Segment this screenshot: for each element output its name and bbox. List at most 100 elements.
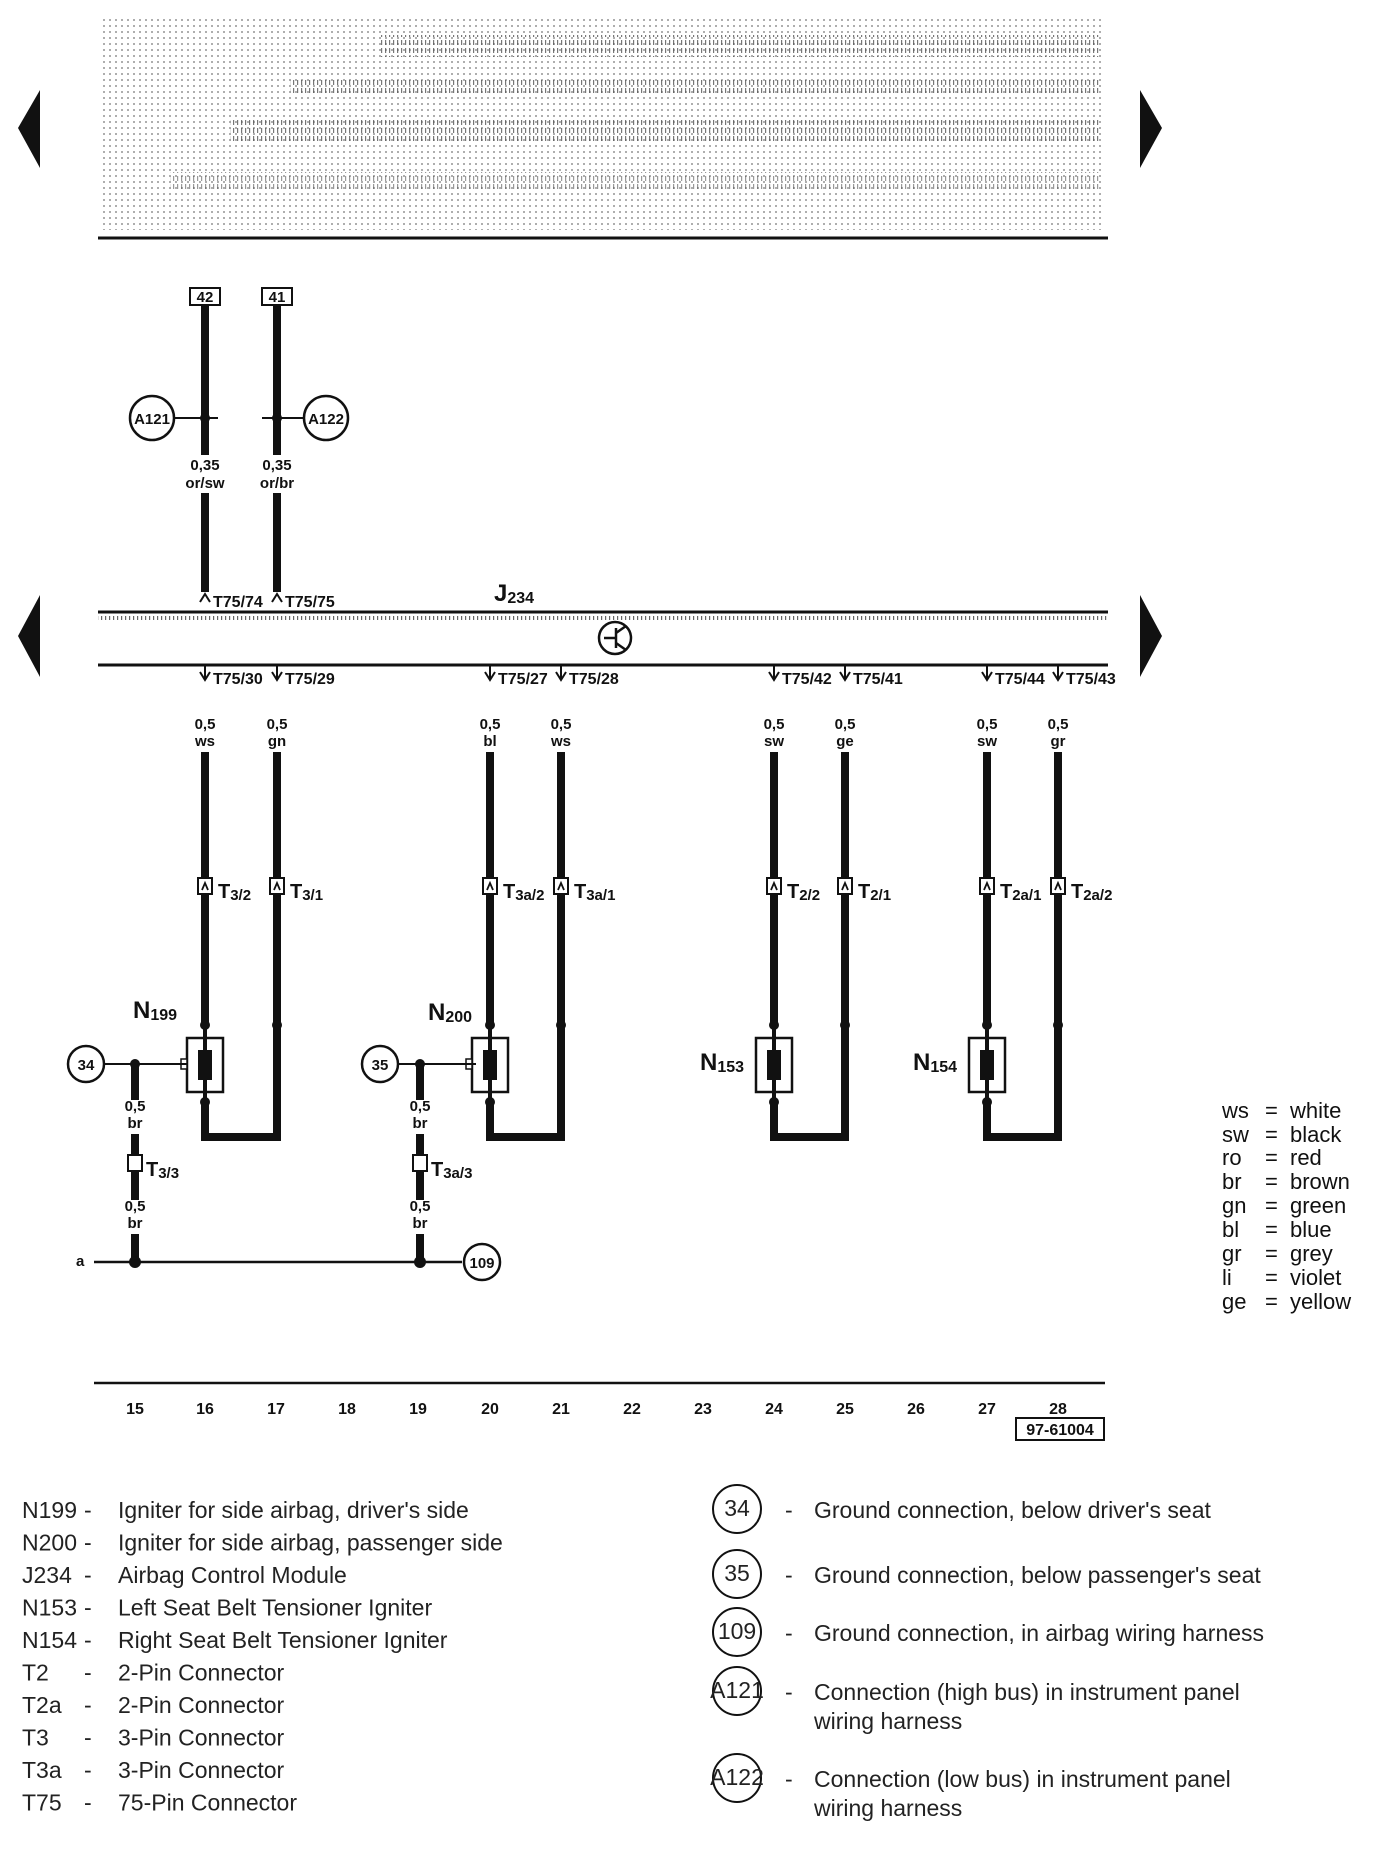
a121-label: A121: [134, 411, 170, 428]
legend-ro: ro=red: [1222, 1145, 1322, 1170]
next-page-arrow-middle[interactable]: [1140, 595, 1162, 677]
component-desc-code: T2: [22, 1660, 49, 1686]
top-wire-1-gauge: 0,35: [190, 457, 219, 474]
diagram-id-box: [1015, 1417, 1105, 1441]
connector-pin-box: [197, 877, 213, 895]
legend-li-name: violet: [1290, 1265, 1341, 1290]
component-desc-text: 2-Pin Connector: [118, 1692, 285, 1718]
connector-pin-arrow: [557, 880, 565, 891]
legend-gr-code: gr: [1222, 1241, 1242, 1266]
top-wire-1-color: or/sw: [185, 475, 225, 492]
component-label: N199: [133, 997, 177, 1024]
column-number: 23: [694, 1401, 712, 1418]
ground-connector-t3a-3-main: T: [431, 1159, 443, 1181]
connector-label: T2a/2: [1071, 881, 1112, 904]
terminal-41-label: 41: [269, 289, 286, 306]
connector-pin-arrow: [983, 880, 991, 891]
next-page-arrow-top[interactable]: [1140, 90, 1162, 168]
previous-section-area: [98, 15, 1108, 240]
wire-gauge: 0,5: [1048, 716, 1069, 733]
connector-label-sub: 2a/1: [1012, 887, 1041, 904]
component-label-main: N: [700, 1049, 717, 1076]
wire-color: ws: [194, 733, 215, 750]
terminal-42-label: 42: [197, 289, 214, 306]
component-label: N200: [428, 999, 472, 1026]
connector-label-main: T: [1071, 881, 1083, 903]
lower-labels: T75/300,5wsT3/2T75/290,5gnT3/1T75/270,5b…: [133, 671, 1116, 1076]
connector-label-main: T: [503, 881, 515, 903]
component-desc-text: Right Seat Belt Tensioner Igniter: [118, 1627, 448, 1653]
bus-line-label: a: [76, 1253, 85, 1270]
ground-symbol-label: 34: [724, 1495, 750, 1521]
column-number: 27: [978, 1401, 996, 1418]
component-desc-text: Igniter for side airbag, passenger side: [118, 1530, 503, 1556]
ground-descriptions: 34-Ground connection, below driver's sea…: [710, 1484, 1264, 1821]
ground-desc-dash: -: [785, 1766, 793, 1792]
ground-desc-line: Ground connection, below passenger's sea…: [814, 1562, 1261, 1588]
ground-desc-line: Ground connection, below driver's seat: [814, 1497, 1211, 1523]
component-label: N153: [700, 1049, 744, 1076]
component-desc-code: T3a: [22, 1757, 62, 1783]
wire-color: ge: [836, 733, 854, 750]
component-desc-dash: -: [84, 1562, 92, 1588]
component-desc-dash: -: [84, 1497, 92, 1523]
ground-connector-t3-3-sub: 3/3: [158, 1165, 179, 1182]
pin-t75-41: T75/41: [853, 671, 903, 688]
a122-label: A122: [308, 411, 344, 428]
legend-sw: sw=black: [1222, 1122, 1342, 1147]
ground-wire-4-gauge: 0,5: [410, 1198, 431, 1215]
legend-br-name: brown: [1290, 1169, 1350, 1194]
connector-label: T3a/2: [503, 881, 544, 904]
component-label-sub: 153: [717, 1059, 744, 1076]
igniter-element: [198, 1050, 212, 1080]
ground-35-label: 35: [372, 1057, 389, 1074]
ground-symbol-label: 109: [718, 1618, 756, 1644]
connector-label: T2/1: [858, 881, 891, 904]
component-desc-dash: -: [84, 1790, 92, 1816]
connector-label-main: T: [1000, 881, 1012, 903]
component-desc-text: Airbag Control Module: [118, 1562, 347, 1588]
connector-pin-box: [1050, 877, 1066, 895]
pin-t75-74: T75/74: [213, 594, 263, 611]
component-desc-code: T75: [22, 1790, 62, 1816]
connector-pin-box: [553, 877, 569, 895]
wire-color: sw: [764, 733, 784, 750]
module-label: J234: [494, 580, 534, 607]
wire-gauge: 0,5: [267, 716, 288, 733]
component-desc-dash: -: [84, 1595, 92, 1621]
ground-wire-2-gauge: 0,5: [125, 1198, 146, 1215]
connector-label-sub: 3/1: [302, 887, 323, 904]
ground-connector-t3-3-main: T: [146, 1159, 158, 1181]
legend-li-code: li: [1222, 1265, 1232, 1290]
wire-gauge: 0,5: [977, 716, 998, 733]
ground-desc-dash: -: [785, 1497, 793, 1523]
component-label-sub: 200: [445, 1009, 472, 1026]
wire-color: bl: [483, 733, 496, 750]
terminal-box-41: [261, 287, 293, 306]
connector-pin-arrow: [486, 880, 494, 891]
connector-pin-box: [766, 877, 782, 895]
wire-gauge: 0,5: [835, 716, 856, 733]
return-loop: [983, 1025, 1062, 1141]
prev-page-arrow-middle[interactable]: [18, 595, 40, 677]
component-desc-text: 3-Pin Connector: [118, 1757, 285, 1783]
component-desc-dash: -: [84, 1627, 92, 1653]
connector-label: T3a/1: [574, 881, 615, 904]
component-label-sub: 199: [150, 1007, 177, 1024]
column-number: 20: [481, 1401, 499, 1418]
component-desc-dash: -: [84, 1692, 92, 1718]
pin-t75-28: T75/28: [569, 671, 619, 688]
bus-connection-a121: A121: [128, 394, 218, 442]
column-number: 18: [338, 1401, 356, 1418]
connector-label-sub: 3/2: [230, 887, 251, 904]
connector-label-main: T: [290, 881, 302, 903]
connector-pin-box: [269, 877, 285, 895]
connector-pin-arrow: [770, 880, 778, 891]
lower-wiring: [180, 666, 1066, 1141]
return-loop: [201, 1025, 281, 1141]
prev-page-arrow-top[interactable]: [18, 90, 40, 168]
connector-label-main: T: [218, 881, 230, 903]
connector-pin-arrow: [273, 880, 281, 891]
legend-sw-name: black: [1290, 1122, 1342, 1147]
ground-connector-t3a-3: T3a/3: [431, 1159, 472, 1182]
